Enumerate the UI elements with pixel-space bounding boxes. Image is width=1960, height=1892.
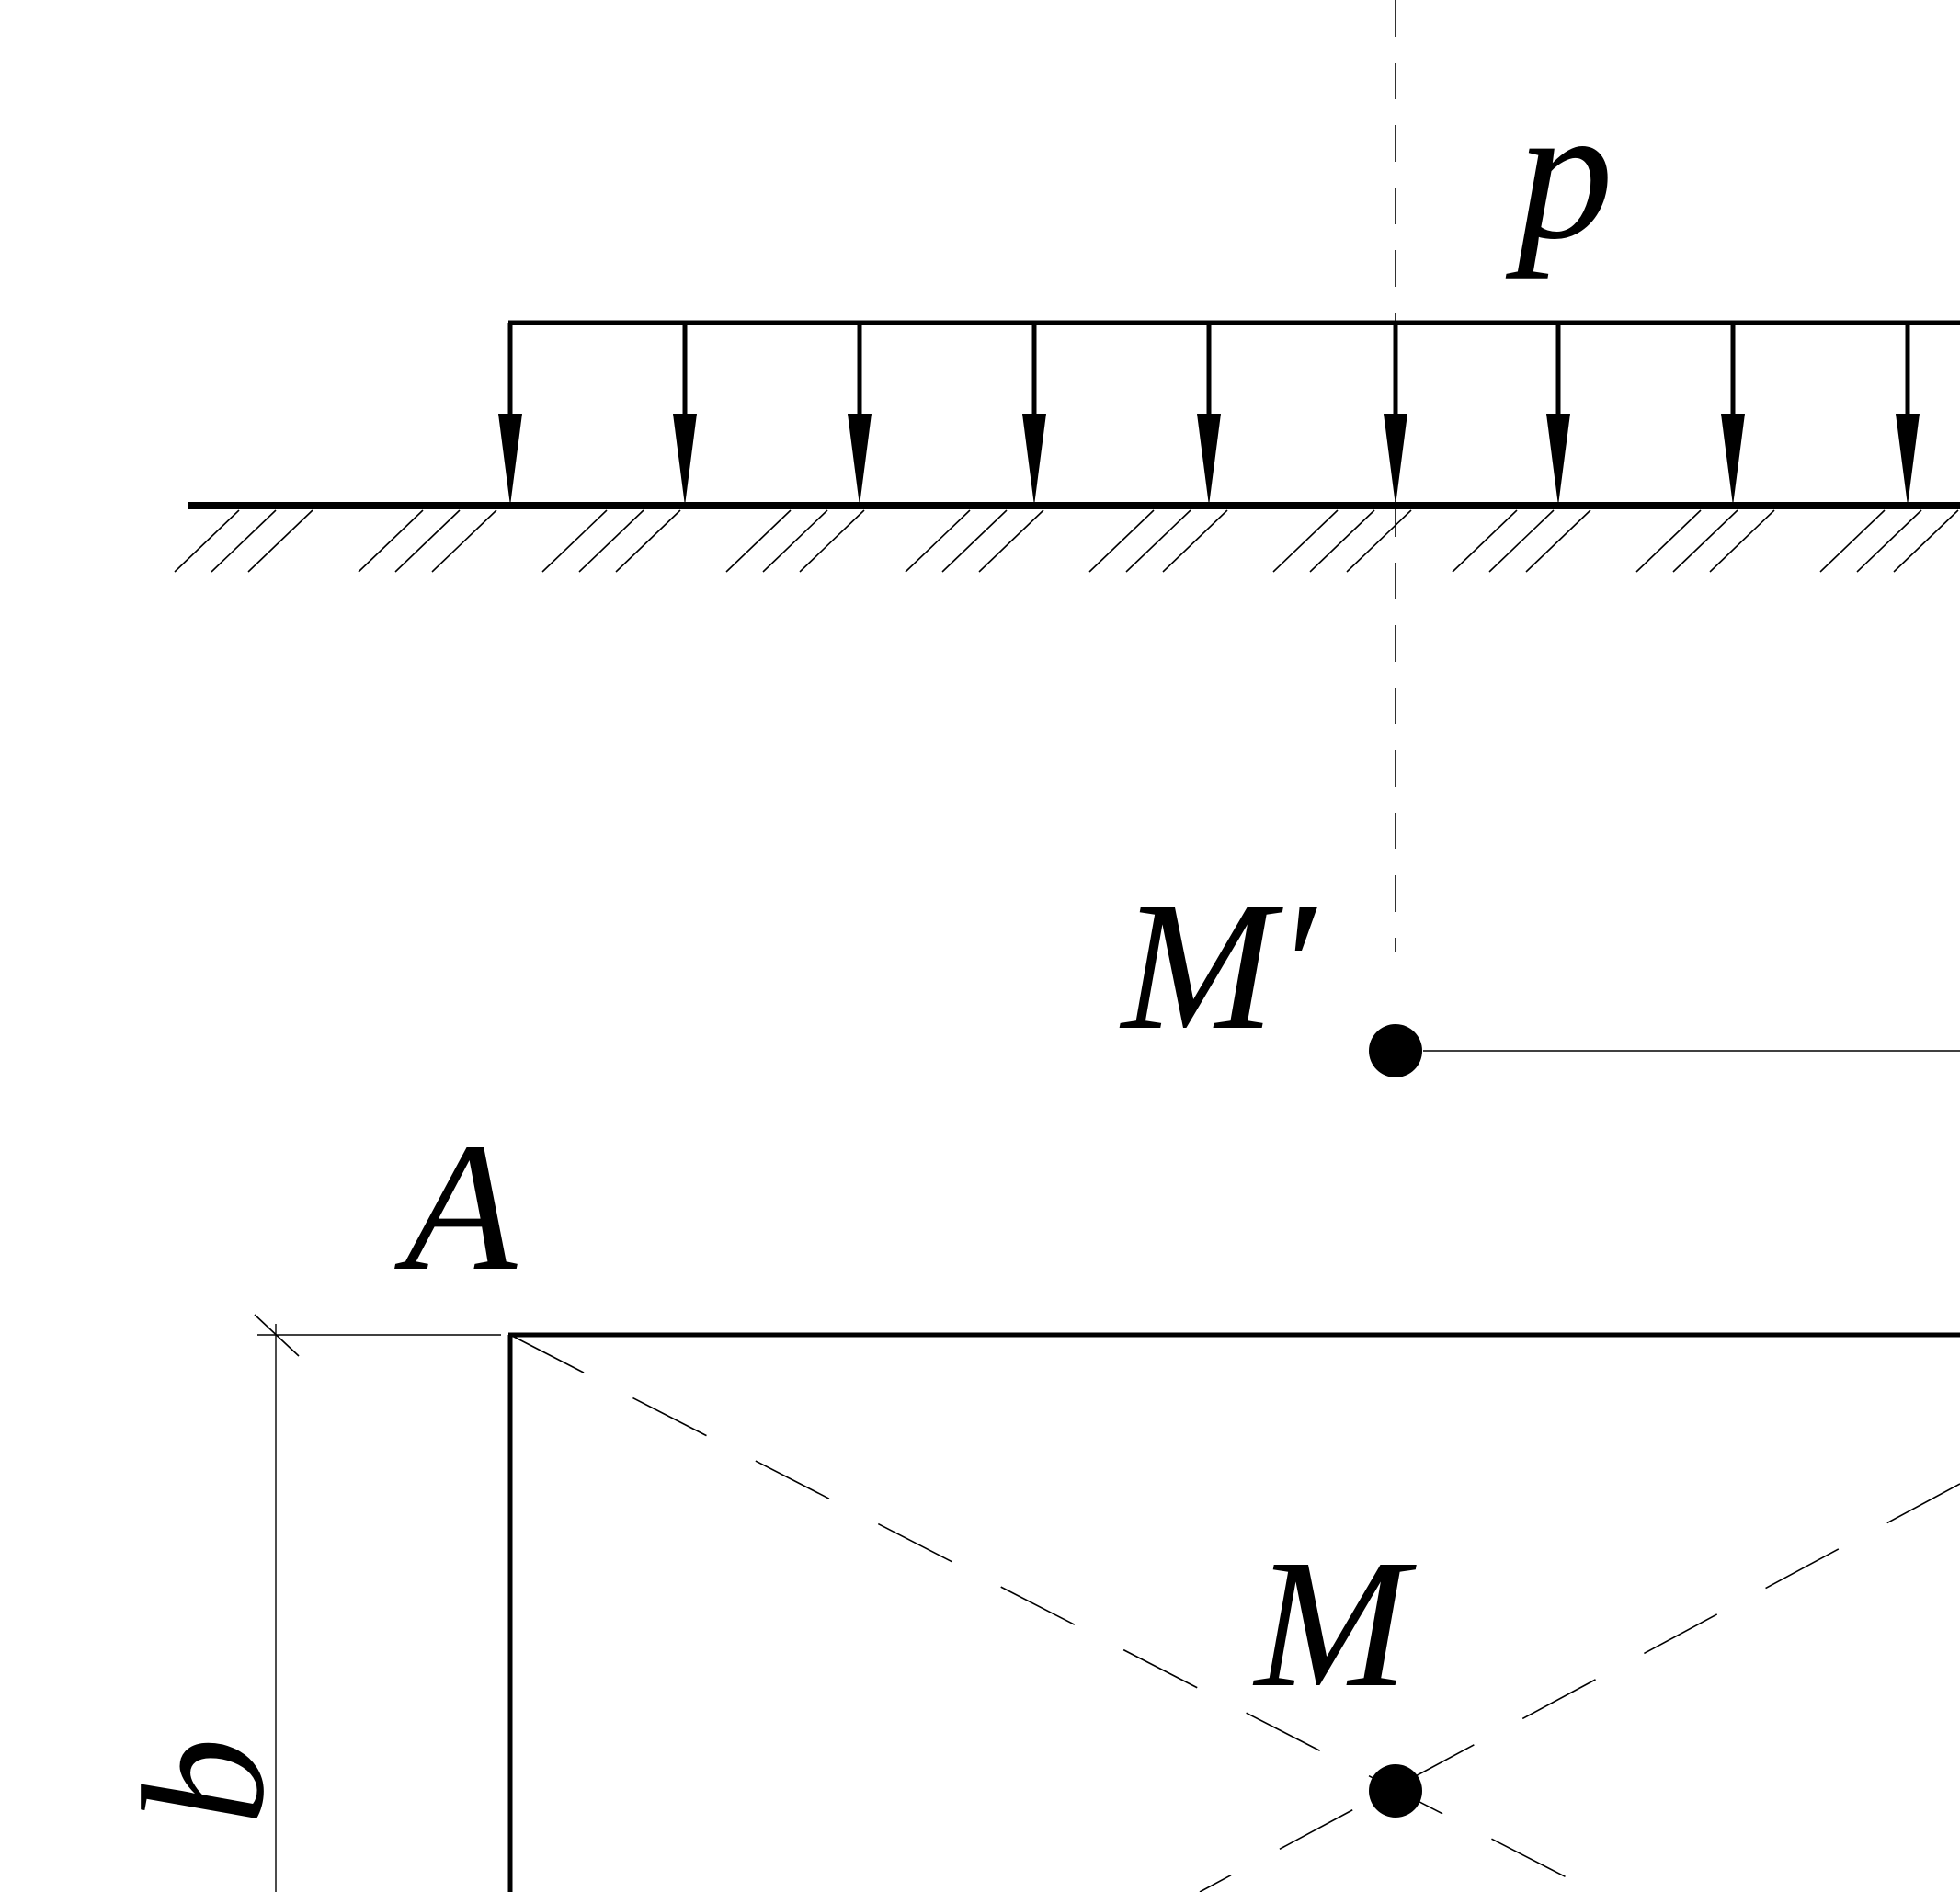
load-arrow-head xyxy=(848,414,872,506)
hatch-line xyxy=(1162,509,1228,573)
distributed-load xyxy=(498,320,1960,506)
rectangle-diagonals xyxy=(509,1334,1960,1892)
hatch-line xyxy=(1525,509,1591,573)
hatch-line xyxy=(1125,509,1191,573)
hatch-line xyxy=(1272,509,1339,573)
load-arrow-head xyxy=(1896,414,1920,506)
hatch-line xyxy=(905,509,971,573)
hatch-line xyxy=(174,509,240,573)
label-m-prime: M′ xyxy=(1119,865,1318,1068)
point-m xyxy=(1369,1764,1422,1818)
hatch-line xyxy=(941,509,1008,573)
label-a: A xyxy=(394,1106,518,1309)
ground-hatching xyxy=(174,509,1959,573)
load-label-p: p xyxy=(1505,66,1613,279)
dimension-b xyxy=(254,1314,501,1892)
load-arrow-head xyxy=(1197,414,1221,506)
hatch-line xyxy=(1856,509,1922,573)
hatch-line xyxy=(394,509,461,573)
load-arrow-head xyxy=(673,414,697,506)
hatch-line xyxy=(431,509,497,573)
load-arrow-head xyxy=(498,414,522,506)
load-arrow-head xyxy=(1721,414,1745,506)
hatch-line xyxy=(578,509,644,573)
hatch-line xyxy=(762,509,828,573)
load-arrow-head xyxy=(1546,414,1570,506)
hatch-line xyxy=(1346,509,1412,573)
label-m: M xyxy=(1252,1522,1417,1726)
hatch-line xyxy=(1893,509,1959,573)
hatch-line xyxy=(1452,509,1518,573)
hatch-line xyxy=(799,509,865,573)
loaded-rectangle xyxy=(507,1332,1960,1892)
load-arrow-head xyxy=(1384,414,1407,506)
hatch-line xyxy=(978,509,1044,573)
dimension-label-b: b xyxy=(108,1738,301,1825)
hatch-line xyxy=(1309,509,1375,573)
load-arrows xyxy=(498,323,1920,506)
hatch-line xyxy=(615,509,681,573)
hatch-line xyxy=(1672,509,1738,573)
hatch-line xyxy=(1088,509,1155,573)
hatch-line xyxy=(1488,509,1555,573)
hatch-line xyxy=(211,509,277,573)
load-arrow-head xyxy=(1022,414,1046,506)
hatch-line xyxy=(1709,509,1775,573)
hatch-line xyxy=(247,509,313,573)
hatch-line xyxy=(1819,509,1886,573)
point-m-prime xyxy=(1369,1024,1422,1077)
hatch-line xyxy=(541,509,608,573)
hatch-line xyxy=(1635,509,1702,573)
hatch-line xyxy=(358,509,424,573)
hatch-line xyxy=(725,509,792,573)
